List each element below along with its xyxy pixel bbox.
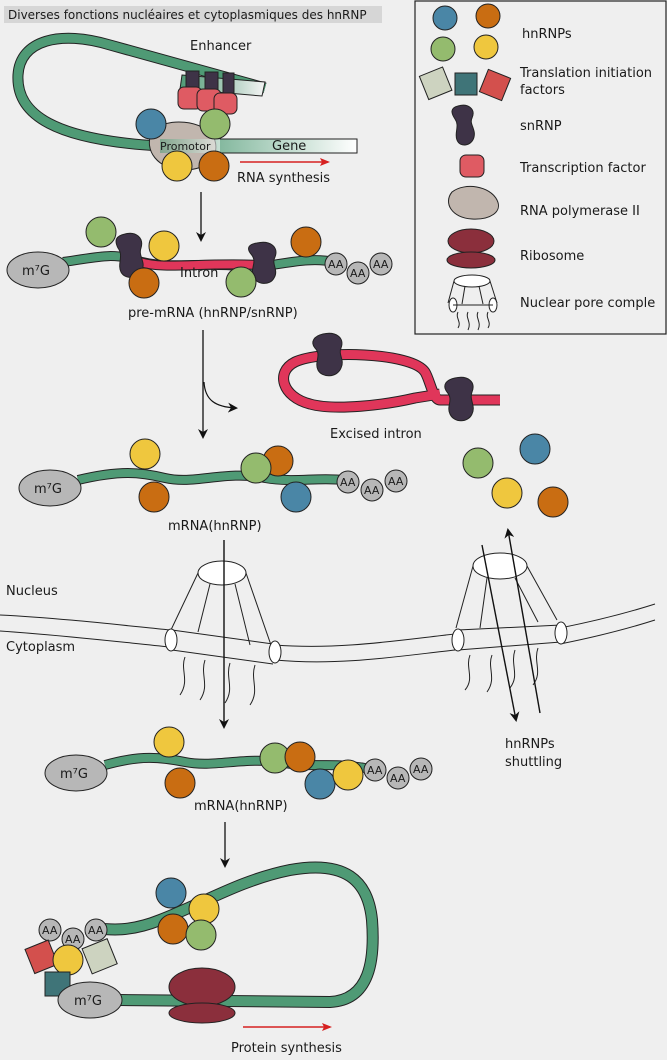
legend-tif-light (418, 66, 453, 101)
nuclear-pore-left (164, 560, 282, 706)
shuttling-arrow-down (481, 544, 520, 722)
legend-hnrnp-yellow (473, 34, 499, 60)
svg-text:AA: AA (367, 764, 383, 777)
poly-a-tail: AA AA AA (324, 252, 393, 285)
svg-text:m⁷G: m⁷G (34, 482, 62, 497)
legend-label-hnrnps: hnRNPs (522, 27, 572, 42)
tif-red (24, 939, 59, 975)
legend-label-ribosome: Ribosome (520, 249, 584, 264)
mrna-cytoplasm: m⁷G AA AA AA mRNA(hnRNP) (44, 726, 433, 814)
svg-text:AA: AA (413, 763, 429, 776)
tif-light (81, 938, 118, 975)
legend-panel: hnRNPs Translation initiation factors sn… (414, 0, 667, 335)
ribosome-large (168, 967, 236, 1007)
shuttling-label-1: hnRNPs (505, 737, 555, 752)
rna-synthesis-label: RNA synthesis (237, 171, 330, 186)
legend-label-tif-1: Translation initiation (519, 66, 652, 81)
pre-mrna-stage: Intron m⁷G AA AA AA pre-mRNA (hnRNP/snRN… (6, 216, 393, 321)
cap-m7g (6, 251, 70, 289)
nuclear-envelope: Nucleus Cytoplasm (0, 584, 656, 663)
svg-text:AA: AA (388, 475, 404, 488)
free-hnrnps (462, 433, 569, 518)
protein-synthesis-label: Protein synthesis (231, 1041, 342, 1056)
legend-label-pore: Nuclear pore comple (520, 296, 655, 311)
transcription-stage: Enhancer Promotor Gene Promotor RNA synt… (12, 32, 358, 186)
svg-text:AA: AA (42, 924, 58, 937)
legend-tf-shape (459, 154, 485, 178)
ribosome-small (168, 1002, 236, 1024)
enhancer-label: Enhancer (190, 39, 252, 54)
legend-pore-shape (447, 274, 498, 331)
svg-text:AA: AA (65, 933, 81, 946)
svg-text:m⁷G: m⁷G (22, 264, 50, 279)
gene-label: Gene (272, 139, 306, 154)
svg-text:Promotor: Promotor (160, 140, 211, 153)
svg-text:AA: AA (373, 258, 389, 271)
svg-text:AA: AA (88, 924, 104, 937)
svg-text:AA: AA (340, 476, 356, 489)
legend-label-snrnp: snRNP (520, 119, 562, 134)
legend-tif-teal (454, 72, 478, 96)
title-background (4, 6, 382, 23)
svg-text:AA: AA (328, 258, 344, 271)
legend-hnrnp-orange (475, 3, 501, 29)
legend-hnrnp-blue (432, 5, 458, 31)
svg-text:m⁷G: m⁷G (60, 767, 88, 782)
hnrnp-green (199, 108, 231, 140)
svg-text:AA: AA (364, 484, 380, 497)
mrna-nucleus-label: mRNA(hnRNP) (168, 519, 262, 534)
excised-intron-label: Excised intron (330, 427, 422, 442)
legend-tif-red (478, 68, 512, 102)
shuttling-label-2: shuttling (505, 755, 562, 770)
hnrnp-orange (198, 150, 230, 182)
translation-stage: AA AA AA m⁷G Protein synthesis (24, 861, 379, 1056)
excised-intron: Excised intron (278, 332, 500, 442)
intron-label: Intron (180, 266, 218, 281)
shuttling-arrow-up (504, 528, 541, 714)
nuclear-pore-right (451, 552, 568, 693)
legend-label-tif-2: factors (520, 83, 565, 98)
hnrnp-yellow (161, 150, 193, 182)
hnrnp-blue (135, 108, 167, 140)
page-title: Diverses fonctions nucléaires et cytopla… (8, 8, 367, 22)
svg-text:m⁷G: m⁷G (74, 994, 102, 1009)
legend-ribosome-large (447, 228, 495, 254)
legend-label-polymerase: RNA polymerase II (520, 204, 640, 219)
legend-polymerase-shape (448, 185, 499, 220)
legend-hnrnp-green (430, 36, 456, 62)
splice-branch-arrow (203, 381, 238, 413)
svg-text:AA: AA (390, 772, 406, 785)
mrna-nucleus: m⁷G AA AA AA mRNA(hnRNP) (18, 438, 408, 534)
mrna-cytoplasm-label: mRNA(hnRNP) (194, 799, 288, 814)
pre-mrna-label: pre-mRNA (hnRNP/snRNP) (128, 306, 298, 321)
cytoplasm-label: Cytoplasm (6, 640, 75, 655)
legend-ribosome-small (446, 251, 496, 269)
nucleus-label: Nucleus (6, 584, 58, 599)
legend-label-tf: Transcription factor (519, 161, 646, 176)
legend-snrnp-shape (451, 104, 475, 146)
svg-text:AA: AA (350, 267, 366, 280)
